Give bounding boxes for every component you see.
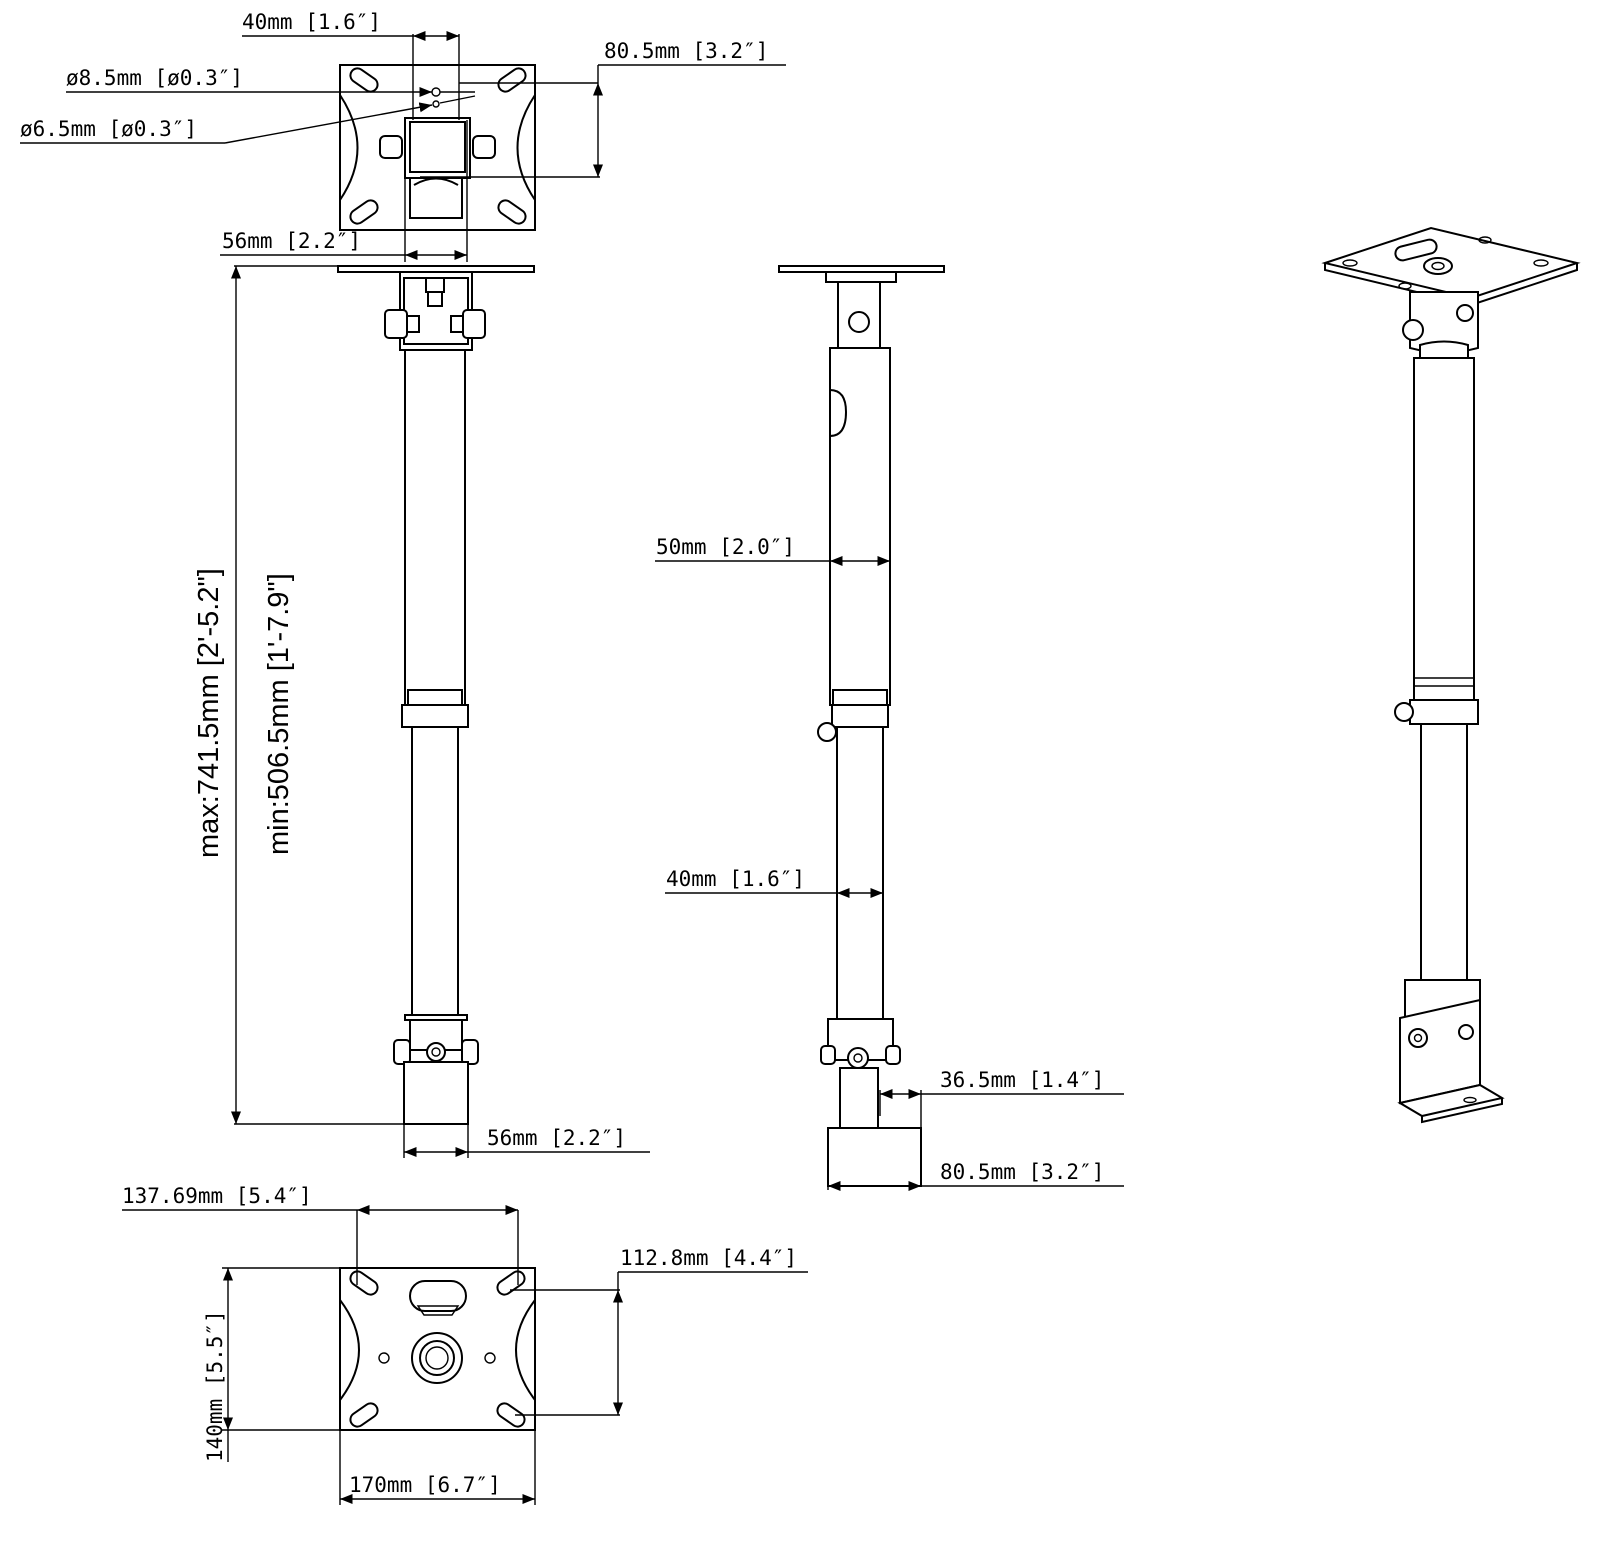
iso-lower-tube: [1420, 723, 1468, 981]
dim-upper-tube-50: 50mm [2.0″]: [656, 535, 795, 559]
dim-top-height-80: 80.5mm [3.2″]: [604, 39, 768, 63]
head-lower-block: [409, 177, 463, 219]
front-upper-tube: [404, 349, 466, 706]
slot-tl: [349, 67, 379, 93]
dim-plate-170: 170mm [6.7″]: [349, 1473, 501, 1497]
front-bolt-right: [462, 309, 486, 339]
iso-upper-tube: [1413, 357, 1475, 701]
side-pivot: [847, 1047, 869, 1069]
plate-center-boss: [411, 1332, 463, 1384]
head-bolt-left: [379, 135, 403, 159]
front-lower-tube: [411, 726, 459, 1018]
iso-clamp-knob: [1394, 702, 1414, 722]
hole-65: [432, 100, 440, 108]
iso-bolt-left: [1402, 319, 1424, 341]
head-bolt-right: [472, 135, 496, 159]
dim-side-36: 36.5mm [1.4″]: [940, 1068, 1104, 1092]
head-plate-outline: [339, 64, 536, 231]
plate-view: [339, 1267, 536, 1431]
top-view-head: [339, 64, 536, 231]
dim-hole-65: ø6.5mm [ø0.3″]: [20, 117, 197, 141]
front-view-dimensions: max:741.5mm [2'-5.2"] min:506.5mm [1'-7.…: [193, 265, 650, 1158]
dim-plate-112: 112.8mm [4.4″]: [620, 1246, 797, 1270]
dim-plate-137: 137.69mm [5.4″]: [122, 1184, 312, 1208]
front-pivot: [426, 1042, 446, 1062]
side-collar: [831, 704, 889, 728]
slot-tr: [497, 67, 527, 93]
plate-oval-slot: [409, 1280, 467, 1312]
side-view-dimensions: 50mm [2.0″] 40mm [1.6″] 36.5mm [1.4″] 80…: [655, 535, 1124, 1192]
slot-br: [497, 199, 527, 225]
dim-max-length: max:741.5mm [2'-5.2"]: [193, 568, 225, 858]
dim-hole-85: ø8.5mm [ø0.3″]: [66, 66, 243, 90]
side-upper-tube: [829, 347, 891, 706]
hole-85: [431, 87, 441, 97]
iso-bolt-right: [1456, 304, 1474, 322]
plate-view-dimensions: 137.69mm [5.4″] 112.8mm [4.4″] 140mm [5.…: [122, 1184, 808, 1505]
front-collar: [401, 704, 469, 728]
iso-collar: [1409, 699, 1479, 725]
isometric-view: [1321, 226, 1581, 1124]
front-top-nut: [425, 277, 445, 293]
dim-plate-140: 140mm [5.5″]: [203, 1310, 227, 1462]
head-bracket: [404, 117, 471, 179]
side-top-nut: [848, 311, 870, 333]
side-view: [778, 265, 945, 1187]
dim-side-80: 80.5mm [3.2″]: [940, 1160, 1104, 1184]
dim-min-length: min:506.5mm [1'-7.9"]: [263, 573, 295, 855]
side-mount-plate: [827, 1127, 922, 1187]
front-view: [337, 265, 535, 1125]
plate-left-notch: [339, 94, 359, 201]
dim-lower-tube-40: 40mm [1.6″]: [666, 867, 805, 891]
slot-bl: [349, 199, 379, 225]
side-clamp-knob: [817, 722, 837, 742]
front-bottom-bracket: [403, 1061, 469, 1125]
front-bolt-left: [384, 309, 408, 339]
plate-right-notch: [516, 94, 536, 201]
plate-outline: [339, 1267, 536, 1431]
side-lower-tube: [836, 726, 884, 1020]
dim-bottom-bracket-56: 56mm [2.2″]: [487, 1126, 626, 1150]
top-view-dimensions: 40mm [1.6″] 80.5mm [3.2″] ø8.5mm [ø0.3″]…: [20, 10, 786, 262]
dim-top-bracket-56: 56mm [2.2″]: [222, 229, 361, 253]
dim-top-width-40: 40mm [1.6″]: [242, 10, 381, 34]
